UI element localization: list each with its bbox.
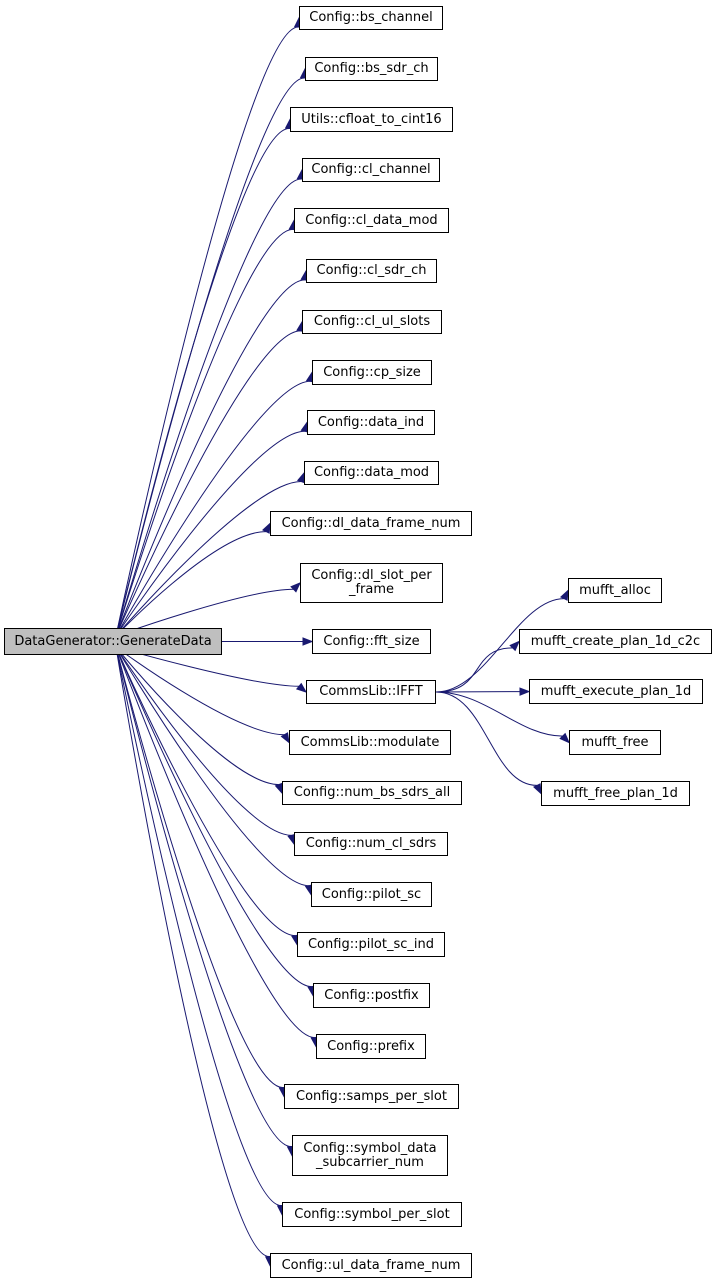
node-modulate[interactable]: CommsLib::modulate <box>289 730 451 755</box>
call-edge <box>115 646 315 1039</box>
node-mufft-alloc[interactable]: mufft_alloc <box>568 578 662 603</box>
edge-arrowhead <box>519 687 531 696</box>
call-edge <box>115 77 305 637</box>
node-pilot-sc-ind[interactable]: Config::pilot_sc_ind <box>297 932 445 957</box>
node-dl-slot-per-frame[interactable]: Config::dl_slot_per _frame <box>300 563 443 603</box>
edge-arrowhead <box>560 589 569 601</box>
node-samps-per-slot[interactable]: Config::samps_per_slot <box>284 1084 459 1109</box>
edge-arrowhead <box>290 582 301 593</box>
node-ul-data-frame-num[interactable]: Config::ul_data_frame_num <box>270 1253 472 1278</box>
edge-arrowhead <box>533 783 542 795</box>
node-postfix[interactable]: Config::postfix <box>313 983 430 1008</box>
call-edge <box>115 228 293 637</box>
call-edge <box>115 330 301 637</box>
node-num-bs-sdrs-all[interactable]: Config::num_bs_sdrs_all <box>282 781 462 805</box>
call-edge <box>435 647 513 693</box>
node-pilot-sc[interactable]: Config::pilot_sc <box>311 882 432 907</box>
call-edge <box>115 646 296 937</box>
node-data-mod[interactable]: Config::data_mod <box>304 461 439 485</box>
node-bs-channel[interactable]: Config::bs_channel <box>299 6 443 30</box>
node-ifft[interactable]: CommsLib::IFFT <box>306 680 436 704</box>
node-cl-ul-slots[interactable]: Config::cl_ul_slots <box>302 310 442 334</box>
node-num-cl-sdrs[interactable]: Config::num_cl_sdrs <box>294 832 448 856</box>
edge-arrowhead <box>295 682 308 693</box>
node-symbol-per-slot[interactable]: Config::symbol_per_slot <box>282 1202 462 1227</box>
call-edge <box>115 279 305 637</box>
call-edge <box>115 646 292 1148</box>
node-cp-size[interactable]: Config::cp_size <box>312 360 432 385</box>
edge-arrowhead <box>262 522 271 534</box>
node-bs-sdr-ch[interactable]: Config::bs_sdr_ch <box>305 57 438 81</box>
call-edge <box>435 598 565 693</box>
call-edge <box>115 26 299 637</box>
call-edge <box>115 430 305 637</box>
call-edge <box>435 691 563 737</box>
edge-arrowhead <box>302 637 314 646</box>
node-mufft-free-plan[interactable]: mufft_free_plan_1d <box>541 781 690 806</box>
node-cfloat-to-cint16[interactable]: Utils::cfloat_to_cint16 <box>290 107 453 132</box>
node-generate-data[interactable]: DataGenerator::GenerateData <box>4 628 222 655</box>
node-prefix[interactable]: Config::prefix <box>316 1034 426 1059</box>
node-cl-data-mod[interactable]: Config::cl_data_mod <box>294 208 449 233</box>
call-edge <box>115 646 292 836</box>
node-cl-sdr-ch[interactable]: Config::cl_sdr_ch <box>306 259 437 283</box>
node-mufft-free[interactable]: mufft_free <box>569 730 661 755</box>
call-edge <box>115 646 310 887</box>
node-fft-size[interactable]: Config::fft_size <box>312 629 431 654</box>
node-mufft-execute-plan[interactable]: mufft_execute_plan_1d <box>529 679 703 704</box>
call-edge <box>115 646 285 736</box>
call-edge <box>115 646 270 1258</box>
call-edge <box>435 691 538 786</box>
call-edge <box>115 380 311 637</box>
edge-arrowhead <box>559 732 570 744</box>
node-cl-channel[interactable]: Config::cl_channel <box>302 158 440 182</box>
node-mufft-create-plan[interactable]: mufft_create_plan_1d_c2c <box>519 629 712 654</box>
node-symbol-data-subcarrier-num[interactable]: Config::symbol_data _subcarrier_num <box>292 1135 448 1176</box>
call-edge <box>115 127 290 637</box>
call-edge <box>115 481 302 637</box>
edge-arrowhead <box>509 640 520 652</box>
edge-arrowhead <box>280 732 290 744</box>
call-edge <box>115 646 282 1207</box>
node-dl-data-frame-num[interactable]: Config::dl_data_frame_num <box>270 511 472 536</box>
call-edge <box>115 646 312 988</box>
node-data-ind[interactable]: Config::data_ind <box>307 410 435 435</box>
